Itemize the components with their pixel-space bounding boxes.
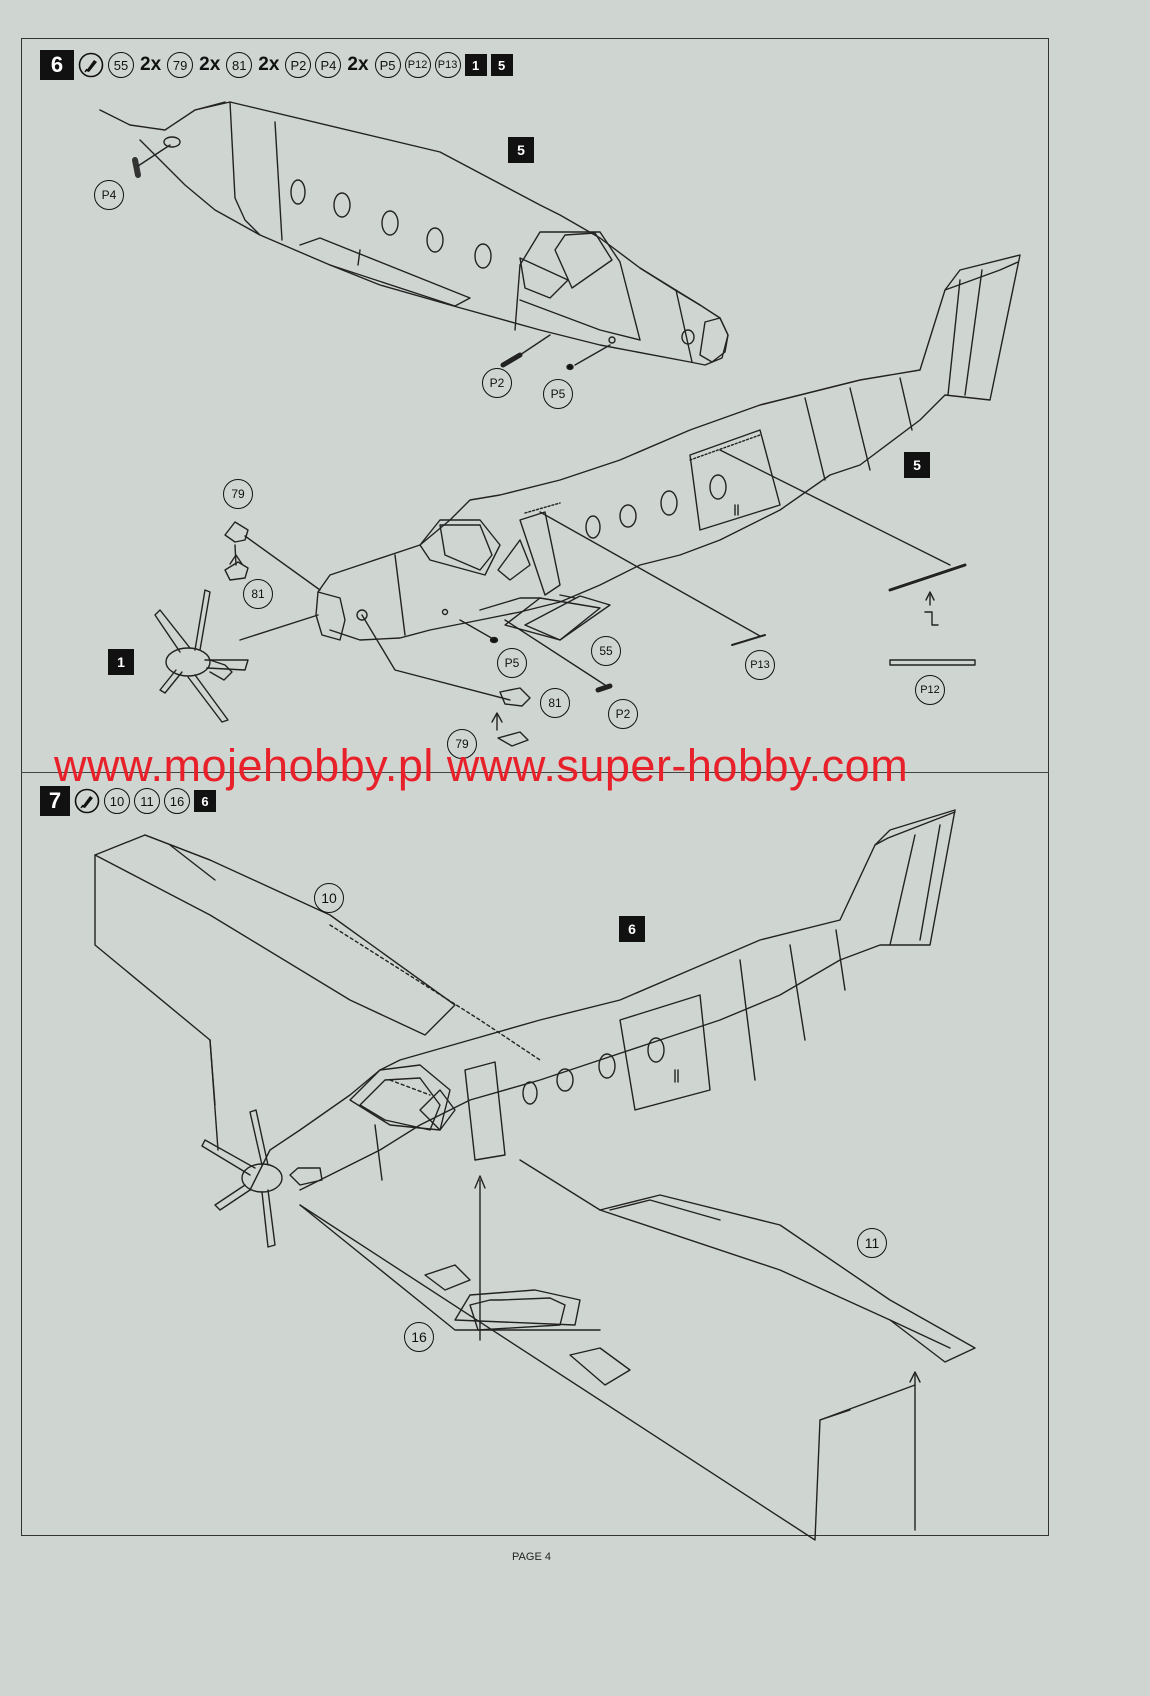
ref-step-1: 1 <box>464 54 487 76</box>
glue-icon <box>78 52 104 78</box>
step-7-header: 7 10 11 16 6 <box>40 786 216 816</box>
ref-step-5: 5 <box>490 54 513 76</box>
propeller-step6 <box>154 589 249 723</box>
callout-p4: P4 <box>94 180 124 210</box>
part-p13: P13 <box>434 52 461 78</box>
part-p4: P4 <box>315 52 342 78</box>
step-6-header: 6 55 2x 79 2x 81 2x P2 P4 2x P5 P12 P13 … <box>40 50 513 80</box>
multiplier: 2x <box>258 54 280 75</box>
part-55: 55 <box>108 52 134 78</box>
callout-16: 16 <box>404 1322 434 1352</box>
part-p12: P12 <box>404 52 431 78</box>
page-frame <box>21 38 1049 1536</box>
part-10: 10 <box>104 788 130 814</box>
page-number: PAGE 4 <box>512 1551 551 1563</box>
assembly-drawing <box>94 101 1021 1541</box>
callout-55: 55 <box>591 636 621 666</box>
glue-icon <box>74 788 100 814</box>
callout-p5: P5 <box>497 648 527 678</box>
callout-79: 79 <box>223 479 253 509</box>
step-number: 6 <box>40 50 74 80</box>
callout-p12: P12 <box>915 675 945 705</box>
callout-p5: P5 <box>543 379 573 409</box>
ref-box-6: 6 <box>619 916 645 942</box>
ref-box-5: 5 <box>904 452 930 478</box>
callout-p2: P2 <box>608 699 638 729</box>
part-16: 16 <box>164 788 190 814</box>
part-p2: P2 <box>285 52 312 78</box>
callout-79: 79 <box>447 729 477 759</box>
part-81: 81 <box>226 52 253 78</box>
multiplier: 2x <box>347 54 369 75</box>
fuselage-left-view <box>99 101 729 366</box>
ref-step-6: 6 <box>194 790 216 812</box>
callout-81: 81 <box>243 579 273 609</box>
aircraft-step7 <box>94 809 976 1541</box>
ref-box-5: 5 <box>508 137 534 163</box>
watermark: www.mojehobby.pl www.super-hobby.com <box>54 740 909 791</box>
part-p5: P5 <box>374 52 401 78</box>
part-79: 79 <box>167 52 194 78</box>
callout-p13: P13 <box>745 650 775 680</box>
fuselage-right-view <box>315 254 1021 641</box>
multiplier: 2x <box>199 54 221 75</box>
multiplier: 2x <box>140 54 162 75</box>
callout-p2: P2 <box>482 368 512 398</box>
callout-11: 11 <box>857 1228 887 1258</box>
callout-10: 10 <box>314 883 344 913</box>
ref-box-1: 1 <box>108 649 134 675</box>
step-divider <box>21 772 1049 773</box>
part-11: 11 <box>134 788 160 814</box>
callout-81: 81 <box>540 688 570 718</box>
step-number: 7 <box>40 786 70 816</box>
